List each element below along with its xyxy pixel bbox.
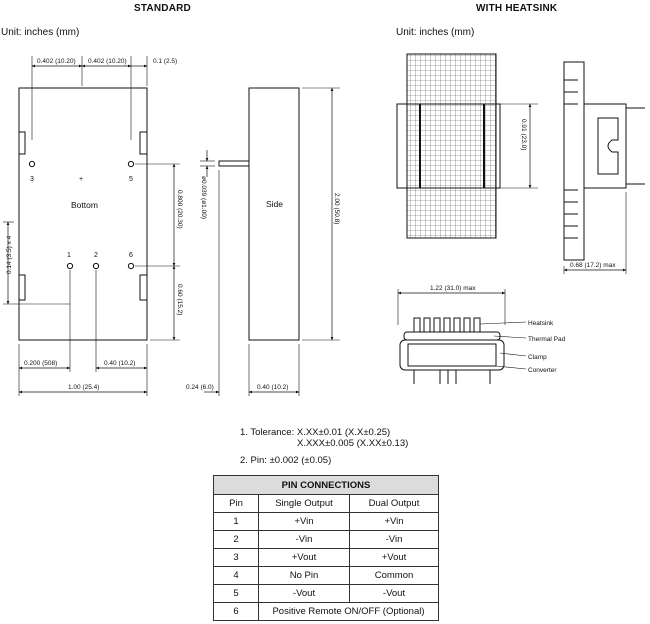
- pin-5-circle: [127, 160, 135, 168]
- pin-1-circle: [66, 262, 74, 270]
- dim-heatsink-width: 1.22 (31.0) max: [430, 285, 476, 292]
- pin-5-label: 5: [129, 176, 133, 183]
- right-notch-top: [139, 131, 148, 155]
- tolerance-note: 1. Tolerance: X.XX±0.01 (X.X±0.25) X.XXX…: [240, 427, 408, 449]
- dim-side-thickness: 0.40 (10.2): [257, 384, 288, 391]
- cell-dual: -Vout: [349, 584, 439, 603]
- heatsink-end-view: [397, 289, 527, 384]
- table-title-row: PIN CONNECTIONS: [213, 475, 439, 495]
- pin-2-circle: [92, 262, 100, 270]
- table-row: 3 +Vout +Vout: [213, 548, 439, 567]
- pin-1-label: 1: [67, 252, 71, 259]
- cell-pin: 1: [213, 512, 259, 531]
- mechanical-drawing: 0.402 (10.20) 0.402 (10.20) 0.1 (2.5) 0.…: [3, 53, 645, 396]
- table-row: 4 No Pin Common: [213, 566, 439, 585]
- callout-heatsink: Heatsink: [528, 320, 554, 327]
- dim-top-left: 0.402 (10.20): [37, 58, 76, 65]
- bottom-view-label: Bottom: [71, 200, 98, 210]
- cell-pin: 3: [213, 548, 259, 567]
- right-notch-bottom: [139, 274, 148, 301]
- header-single-output: Single Output: [258, 494, 350, 513]
- dim-bottom-mid: 0.40 (10.2): [104, 360, 135, 367]
- dim-pin-dia: ø0.039 (ø1.00): [200, 176, 207, 219]
- side-pin: [218, 160, 250, 167]
- dim-side-height: 2.00 (50.8): [333, 193, 340, 224]
- cell-single: +Vout: [258, 548, 350, 567]
- dim-heatsink-depth: 0.68 (17.2) max: [570, 262, 616, 269]
- dim-overall-width: 1.00 (25.4): [68, 384, 99, 391]
- cell-pin: 6: [213, 602, 259, 621]
- callout-thermal-pad: Thermal Pad: [528, 336, 566, 343]
- callout-clamp: Clamp: [528, 354, 547, 361]
- cell-merged: Positive Remote ON/OFF (Optional): [258, 602, 439, 621]
- side-view-label: Side: [266, 199, 283, 209]
- heatsink-front-view: [396, 53, 538, 239]
- module-outline: [18, 87, 148, 341]
- table-row: 1 +Vin +Vin: [213, 512, 439, 531]
- cell-dual: -Vin: [349, 530, 439, 549]
- header-dual-output: Dual Output: [349, 494, 439, 513]
- tolerance-line-1: 1. Tolerance: X.XX±0.01 (X.X±0.25): [240, 427, 391, 438]
- header-pin: Pin: [213, 494, 259, 513]
- dim-heatsink-height: 0.91 (23.0): [520, 119, 527, 150]
- dim-left-v: 0.14 (3.5) x 4: [6, 235, 13, 274]
- heatsink-side-view: [563, 61, 645, 274]
- tolerance-line-2: X.XXX±0.005 (X.XX±0.13): [297, 438, 409, 449]
- table-title: PIN CONNECTIONS: [213, 475, 439, 495]
- cell-pin: 2: [213, 530, 259, 549]
- dim-pin-spacing-v: 0.800 (20.30): [176, 190, 183, 229]
- pin-6-label: 6: [129, 252, 133, 259]
- dim-lower-v: 0.60 (15.2): [176, 284, 183, 315]
- pin-6-circle: [127, 262, 135, 270]
- left-notch-top: [18, 131, 26, 155]
- callout-converter: Converter: [528, 367, 557, 374]
- pin-connections-table: PIN CONNECTIONS Pin Single Output Dual O…: [213, 475, 439, 621]
- pin-3-label: 3: [30, 176, 34, 183]
- pin-3-circle: [28, 160, 36, 168]
- standard-dimension-labels: 0.402 (10.20) 0.402 (10.20) 0.1 (2.5) 0.…: [6, 58, 183, 391]
- cell-dual: +Vout: [349, 548, 439, 567]
- dim-pin-len: 0.24 (6.0): [186, 384, 214, 391]
- table-header-row: Pin Single Output Dual Output: [213, 494, 439, 513]
- cell-single: +Vin: [258, 512, 350, 531]
- table-row: 5 -Vout -Vout: [213, 584, 439, 603]
- cell-pin: 4: [213, 566, 259, 585]
- cell-single: No Pin: [258, 566, 350, 585]
- table-row: 2 -Vin -Vin: [213, 530, 439, 549]
- standard-unit-label: Unit: inches (mm): [1, 27, 80, 38]
- table-row: 6 Positive Remote ON/OFF (Optional): [213, 602, 439, 621]
- dim-top-mid: 0.402 (10.20): [88, 58, 127, 65]
- cell-pin: 5: [213, 584, 259, 603]
- pin-2-label: 2: [94, 252, 98, 259]
- cell-single: -Vin: [258, 530, 350, 549]
- side-dimension-labels: ø0.039 (ø1.00) 2.00 (50.8) 0.24 (6.0) 0.…: [186, 176, 340, 391]
- standard-heading: STANDARD: [134, 3, 191, 14]
- dim-top-right: 0.1 (2.5): [153, 58, 177, 65]
- dim-bottom-left: 0.200 (508): [24, 360, 57, 367]
- cell-dual: Common: [349, 566, 439, 585]
- heatsink-callouts: Heatsink Thermal Pad Clamp Converter: [528, 320, 566, 374]
- left-notch-bottom: [18, 274, 26, 301]
- standard-side-view: [200, 87, 340, 396]
- pin-tolerance-note: 2. Pin: ±0.002 (±0.05): [240, 455, 332, 466]
- cell-dual: +Vin: [349, 512, 439, 531]
- standard-bottom-view: [3, 56, 180, 396]
- side-outline: [248, 87, 300, 341]
- pin-4-label: +: [79, 176, 83, 183]
- pin-number-labels: 3 + 5 1 2 6: [30, 176, 133, 259]
- heatsink-unit-label: Unit: inches (mm): [396, 27, 475, 38]
- heatsink-heading: WITH HEATSINK: [476, 3, 558, 14]
- cell-single: -Vout: [258, 584, 350, 603]
